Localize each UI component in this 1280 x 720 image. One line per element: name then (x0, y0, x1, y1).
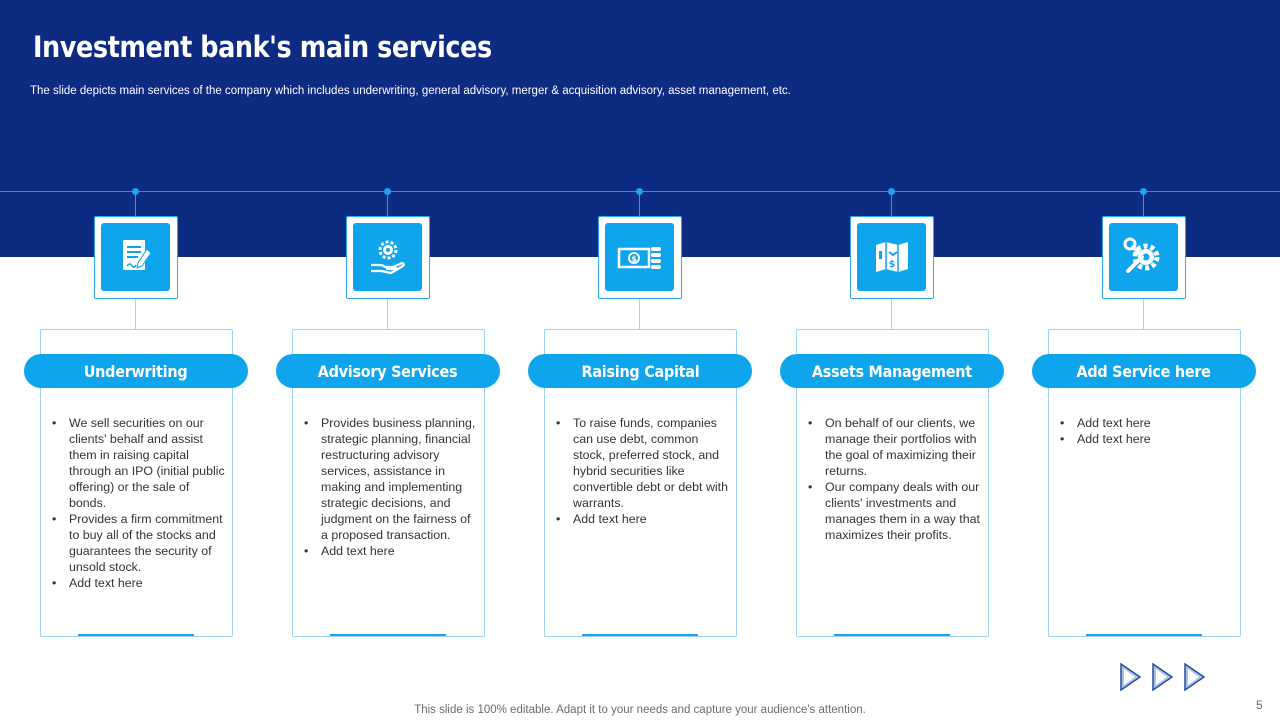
play-arrow-icon (1120, 662, 1142, 692)
bullet-item: We sell securities on our clients' behal… (50, 415, 225, 511)
service-title: Add Service here (1076, 361, 1212, 381)
timeline-dot (888, 188, 895, 195)
card-connector (135, 299, 136, 330)
service-title-pill: Assets Management (780, 354, 1004, 388)
icon-frame: $ (850, 216, 934, 299)
card-accent-bar (1086, 634, 1202, 636)
bullet-item: On behalf of our clients, we manage thei… (806, 415, 981, 479)
hand-gear-icon (353, 223, 422, 291)
bullet-item: Add text here (50, 575, 225, 591)
svg-text:$: $ (631, 255, 637, 264)
service-column-raising-capital: $ Raising Capital To raise funds, compan… (528, 0, 762, 720)
icon-frame (94, 216, 178, 299)
service-column-assets-management: $ Assets Management On behalf of our cli… (780, 0, 1014, 720)
card-connector (639, 299, 640, 330)
header-band (0, 0, 1280, 257)
timeline-dot (384, 188, 391, 195)
timeline-connector (135, 195, 136, 217)
service-bullets: On behalf of our clients, we manage thei… (806, 415, 981, 543)
card-accent-bar (582, 634, 698, 636)
service-column-add-service: Add Service here Add text here Add text … (1032, 0, 1266, 720)
service-bullets: Add text here Add text here (1058, 415, 1233, 447)
service-title-pill: Advisory Services (276, 354, 500, 388)
svg-text:$: $ (888, 260, 894, 270)
card-accent-bar (330, 634, 446, 636)
timeline-dot (132, 188, 139, 195)
document-signature-icon (101, 223, 170, 291)
service-bullets: To raise funds, companies can use debt, … (554, 415, 729, 527)
timeline-dot (1140, 188, 1147, 195)
slide-subtitle: The slide depicts main services of the c… (30, 85, 791, 97)
card-connector (891, 299, 892, 330)
bullet-item: Provides business planning, strategic pl… (302, 415, 477, 543)
card-accent-bar (78, 634, 194, 636)
service-title: Underwriting (84, 361, 188, 381)
timeline-connector (387, 195, 388, 217)
nav-arrows (1120, 662, 1208, 699)
timeline-connector (639, 195, 640, 217)
timeline-dot (636, 188, 643, 195)
slide-title: Investment bank's main services (33, 30, 492, 64)
bullet-item: To raise funds, companies can use debt, … (554, 415, 729, 511)
service-title-pill: Underwriting (24, 354, 248, 388)
service-title-pill: Add Service here (1032, 354, 1256, 388)
service-title: Raising Capital (581, 361, 699, 381)
asset-map-icon: $ (857, 223, 926, 291)
service-bullets: We sell securities on our clients' behal… (50, 415, 225, 591)
card-connector (387, 299, 388, 330)
timeline-connector (1143, 195, 1144, 217)
bullet-item: Add text here (1058, 415, 1233, 431)
bullet-item: Add text here (1058, 431, 1233, 447)
service-bullets: Provides business planning, strategic pl… (302, 415, 477, 559)
play-arrow-icon (1152, 662, 1174, 692)
banknote-coins-icon: $ (605, 223, 674, 291)
play-arrow-icon (1184, 662, 1206, 692)
card-accent-bar (834, 634, 950, 636)
card-connector (1143, 299, 1144, 330)
service-title: Assets Management (812, 361, 972, 381)
service-title-pill: Raising Capital (528, 354, 752, 388)
footer-text: This slide is 100% editable. Adapt it to… (414, 704, 866, 716)
icon-frame (1102, 216, 1186, 299)
gear-wrench-icon (1109, 223, 1178, 291)
bullet-item: Add text here (554, 511, 729, 527)
bullet-item: Provides a firm commitment to buy all of… (50, 511, 225, 575)
service-title: Advisory Services (318, 361, 458, 381)
bullet-item: Add text here (302, 543, 477, 559)
icon-frame (346, 216, 430, 299)
service-column-underwriting: Underwriting We sell securities on our c… (24, 0, 258, 720)
service-column-advisory: Advisory Services Provides business plan… (276, 0, 510, 720)
page-number: 5 (1256, 698, 1263, 712)
bullet-item: Our company deals with our clients' inve… (806, 479, 981, 543)
timeline-connector (891, 195, 892, 217)
icon-frame: $ (598, 216, 682, 299)
